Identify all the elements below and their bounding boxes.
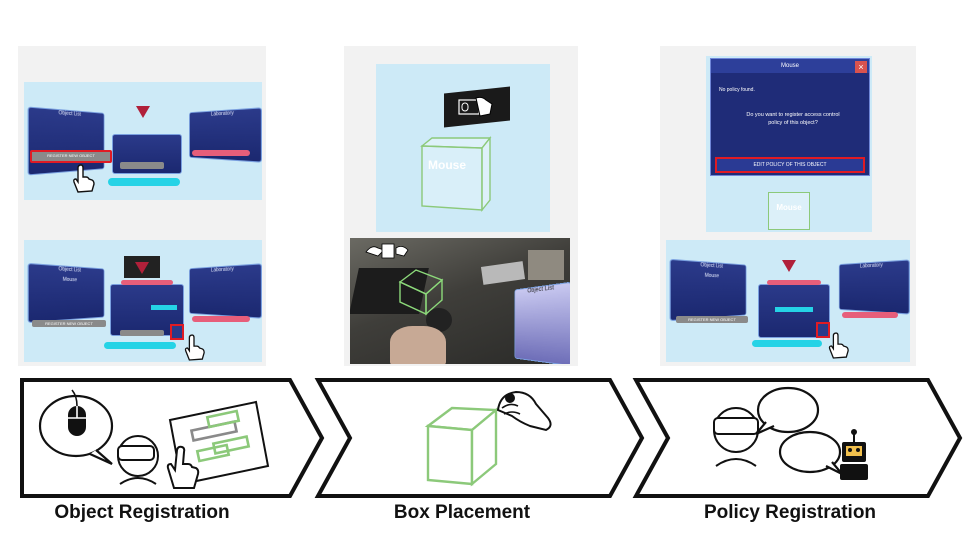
headset-user-icon-2 bbox=[714, 408, 758, 466]
speech-bubble-icon-user bbox=[756, 388, 818, 434]
speech-bubble-icon-robot bbox=[780, 432, 842, 474]
caption-object-registration: Object Registration bbox=[20, 502, 264, 524]
headset-user-icon bbox=[118, 436, 158, 484]
hand-grab-icon-large bbox=[498, 392, 551, 430]
box-placement-illustration bbox=[420, 386, 570, 494]
green-cube-icon bbox=[428, 408, 496, 484]
object-registration-illustration bbox=[30, 384, 290, 494]
robot-icon bbox=[840, 429, 868, 480]
caption-box-placement: Box Placement bbox=[352, 502, 572, 524]
policy-registration-illustration bbox=[698, 384, 898, 494]
caption-policy-registration: Policy Registration bbox=[668, 502, 912, 524]
